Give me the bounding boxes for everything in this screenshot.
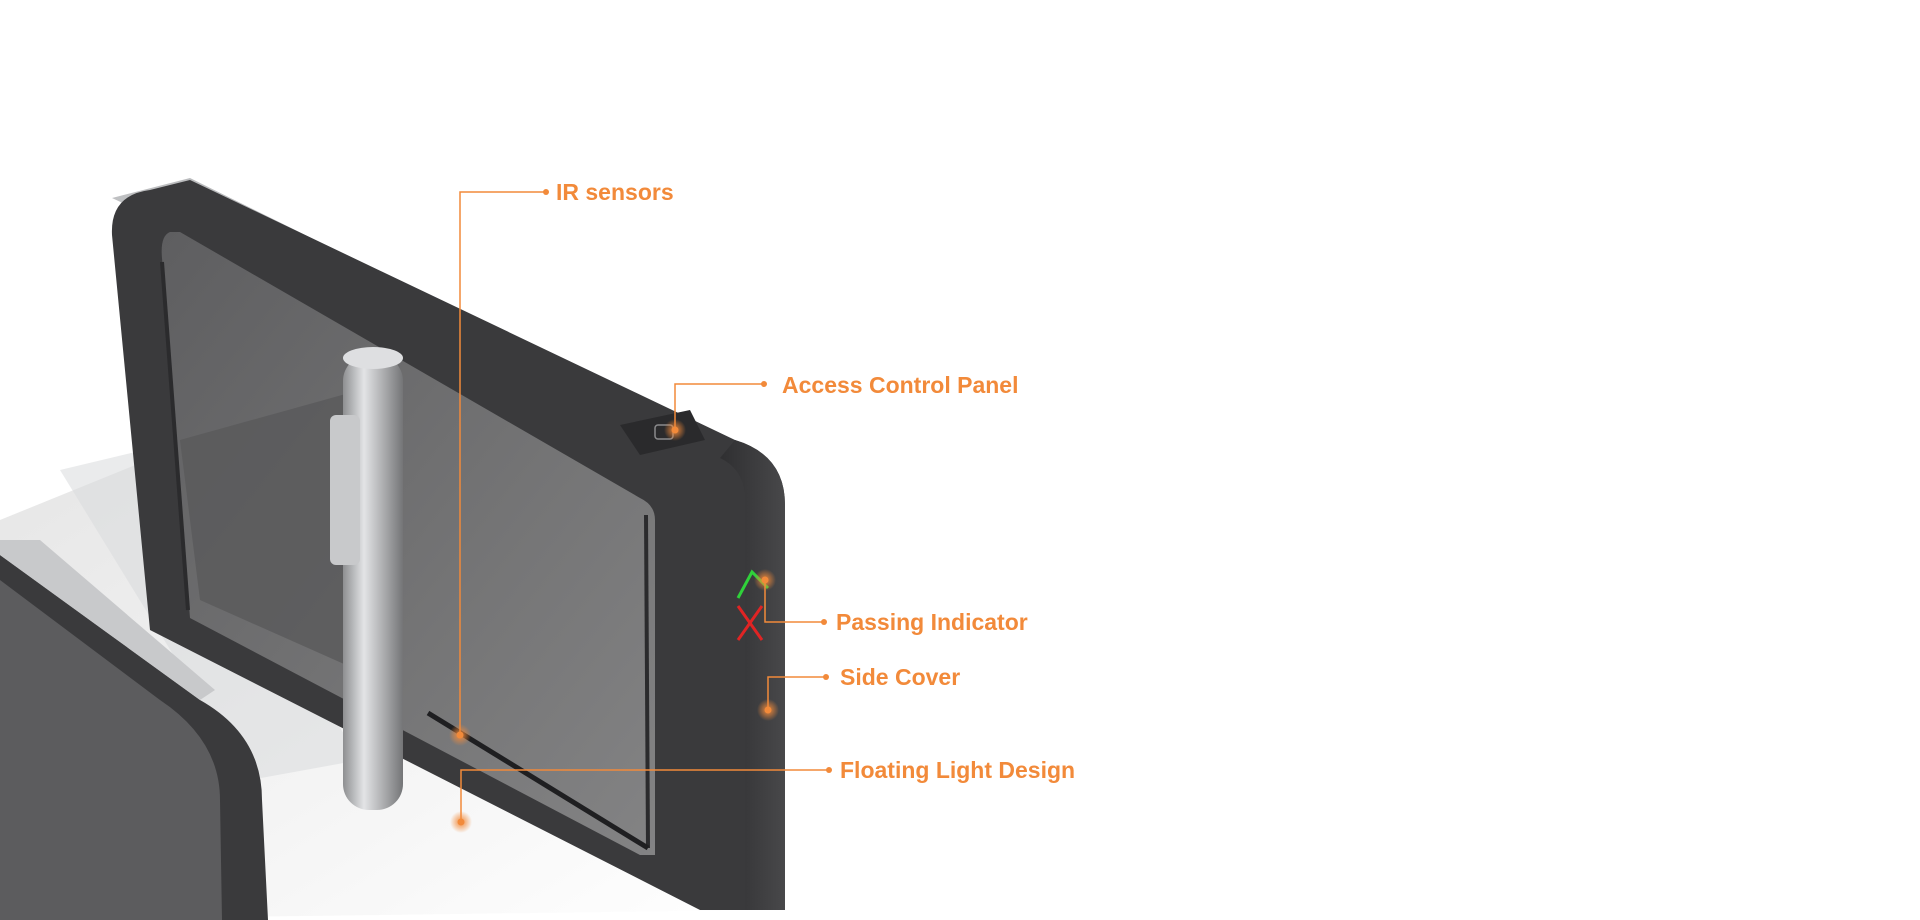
callout-dots xyxy=(543,189,832,773)
leader-passing-indicator xyxy=(764,583,824,623)
callout-anchors xyxy=(449,419,779,833)
cross-icon xyxy=(736,605,764,641)
panel-groove-right xyxy=(644,514,650,849)
label-ir-sensors: IR sensors xyxy=(556,179,674,205)
label-floating-light-design: Floating Light Design xyxy=(840,757,1075,783)
leader-ir-sensors xyxy=(459,191,546,733)
foreground-cabinet-panel xyxy=(0,580,222,920)
leader-floating-light xyxy=(460,769,829,820)
foreground-cabinet-top xyxy=(0,540,215,700)
leader-side-cover xyxy=(767,676,826,708)
cabinet-panel xyxy=(161,232,655,855)
label-access-control-panel: Access Control Panel xyxy=(782,372,1018,398)
label-side-cover: Side Cover xyxy=(840,664,960,690)
leader-access-control-panel xyxy=(674,383,764,428)
pole-cap xyxy=(343,347,403,369)
side-cover-shape xyxy=(720,440,785,910)
label-passing-indicator: Passing Indicator xyxy=(836,609,1028,635)
callout-lines xyxy=(459,191,829,820)
pole-hinge xyxy=(330,415,360,565)
callout-labels: IR sensors Access Control Panel Passing … xyxy=(556,179,1075,783)
access-reader-plate xyxy=(620,410,705,455)
panel-groove-left xyxy=(160,261,190,611)
